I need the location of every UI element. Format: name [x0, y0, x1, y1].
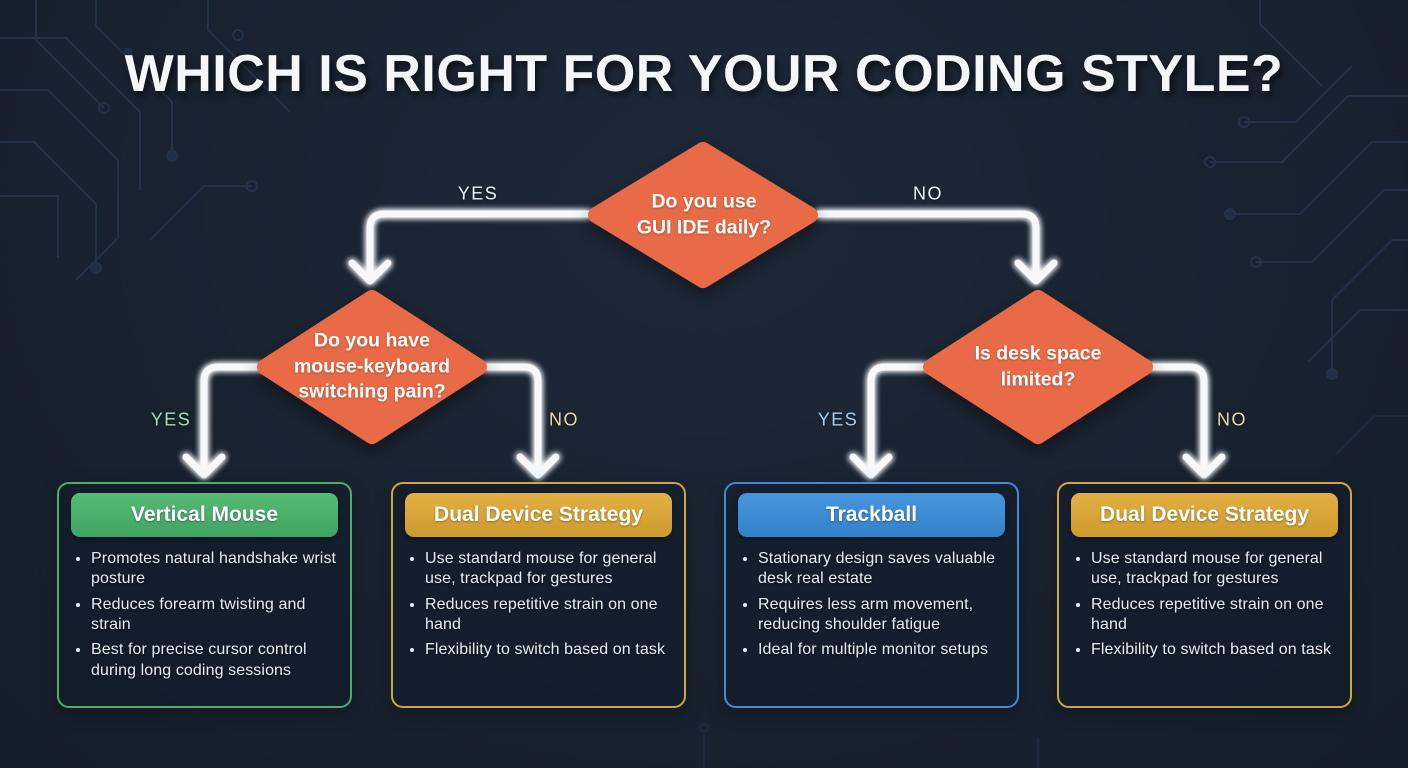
- circuit-trace: [149, 185, 252, 241]
- outcome-title-badge: Dual Device Strategy: [1071, 493, 1338, 537]
- arrowhead-left-no-chevron-down-icon: [516, 453, 560, 479]
- circuit-node: [246, 180, 258, 192]
- circuit-trace: [1335, 415, 1408, 455]
- circuit-trace: [1256, 189, 1408, 263]
- circuit-trace: [1230, 141, 1408, 215]
- circuit-trace: [0, 37, 141, 190]
- outcome-bullet: Stationary design saves valuable desk re…: [758, 549, 1009, 590]
- page-title: WHICH IS RIGHT FOR YOUR CODING STYLE?: [124, 45, 1284, 103]
- circuit-trace: [95, 0, 173, 150]
- decision-diamond-right: [923, 290, 1153, 444]
- circuit-node: [1224, 208, 1236, 220]
- outcome-title-badge: Dual Device Strategy: [405, 493, 672, 537]
- circuit-trace: [35, 0, 105, 109]
- connector-left-no: [481, 363, 542, 472]
- outcome-bullet: Flexibility to switch based on task: [1091, 640, 1342, 660]
- outcome-bullet: Use standard mouse for general use, trac…: [1091, 549, 1342, 590]
- edge-label-left-yes: YES: [150, 409, 192, 430]
- outcome-card-trackball: Trackball Stationary design saves valuab…: [724, 482, 1019, 708]
- outcome-bullet: Ideal for multiple monitor setups: [758, 640, 1009, 660]
- connector-root-no: [815, 210, 1040, 278]
- arrowhead-left-yes-chevron-down-icon: [182, 453, 226, 479]
- circuit-node: [1250, 256, 1262, 268]
- decision-root-question: Do you use GUI IDE daily?: [636, 190, 772, 238]
- connector-left-yes: [200, 363, 264, 472]
- outcome-bullet-list: Stationary design saves valuable desk re…: [736, 549, 1009, 661]
- decision-left-question: Do you have mouse-keyboard switching pai…: [293, 329, 451, 403]
- decision-diamond-left: [257, 290, 487, 444]
- edge-label-right-yes: YES: [817, 409, 859, 430]
- circuit-node: [699, 723, 709, 733]
- outcome-bullet: Promotes natural handshake wrist posture: [91, 549, 342, 590]
- outcome-bullet: Reduces forearm twisting and strain: [91, 595, 342, 636]
- circuit-trace: [1244, 65, 1353, 123]
- circuit-trace: [207, 0, 291, 113]
- arrowhead-root-no-chevron-down-icon: [1014, 259, 1058, 285]
- connector-right-yes: [867, 363, 930, 472]
- arrowhead-right-no-chevron-down-icon: [1182, 453, 1226, 479]
- circuit-node: [90, 262, 102, 274]
- outcome-bullet: Use standard mouse for general use, trac…: [425, 549, 676, 590]
- edge-label-root-yes: YES: [457, 183, 499, 204]
- outcome-bullet: Reduces repetitive strain on one hand: [425, 595, 676, 636]
- decision-diamond-root: [588, 142, 818, 288]
- outcome-title-badge: Vertical Mouse: [71, 493, 338, 537]
- edge-label-right-no: NO: [1217, 409, 1247, 430]
- outcome-bullet-list: Use standard mouse for general use, trac…: [403, 549, 676, 661]
- outcome-card-dual-device-1: Dual Device Strategy Use standard mouse …: [391, 482, 686, 708]
- edge-label-left-no: NO: [549, 409, 579, 430]
- decision-right-question: Is desk space limited?: [974, 342, 1102, 390]
- outcome-card-vertical-mouse: Vertical Mouse Promotes natural handshak…: [57, 482, 352, 708]
- outcome-bullet-list: Use standard mouse for general use, trac…: [1069, 549, 1342, 661]
- circuit-node: [232, 29, 244, 41]
- circuit-node: [124, 48, 132, 56]
- outcome-title-badge: Trackball: [738, 493, 1005, 537]
- circuit-trace: [0, 141, 97, 262]
- arrowhead-root-yes-chevron-down-icon: [348, 259, 392, 285]
- connector-root-yes: [366, 210, 592, 278]
- circuit-node: [1326, 368, 1338, 380]
- circuit-node: [1238, 116, 1250, 128]
- arrowhead-right-yes-chevron-down-icon: [849, 453, 893, 479]
- outcome-bullet: Best for precise cursor control during l…: [91, 640, 342, 681]
- outcome-bullet: Flexibility to switch based on task: [425, 640, 676, 660]
- circuit-node: [98, 102, 110, 114]
- connector-right-no: [1146, 363, 1208, 472]
- circuit-trace: [1331, 239, 1408, 368]
- circuit-node: [166, 150, 178, 162]
- outcome-bullet-list: Promotes natural handshake wrist posture…: [69, 549, 342, 681]
- outcome-card-dual-device-2: Dual Device Strategy Use standard mouse …: [1057, 482, 1352, 708]
- circuit-trace: [1307, 309, 1408, 363]
- circuit-trace: [1259, 0, 1323, 87]
- circuit-node: [1204, 156, 1216, 168]
- edge-label-root-no: NO: [913, 183, 943, 204]
- circuit-trace: [1210, 95, 1408, 163]
- circuit-trace: [0, 195, 59, 258]
- outcome-bullet: Reduces repetitive strain on one hand: [1091, 595, 1342, 636]
- outcome-bullet: Requires less arm movement, reducing sho…: [758, 595, 1009, 636]
- circuit-trace: [0, 89, 119, 281]
